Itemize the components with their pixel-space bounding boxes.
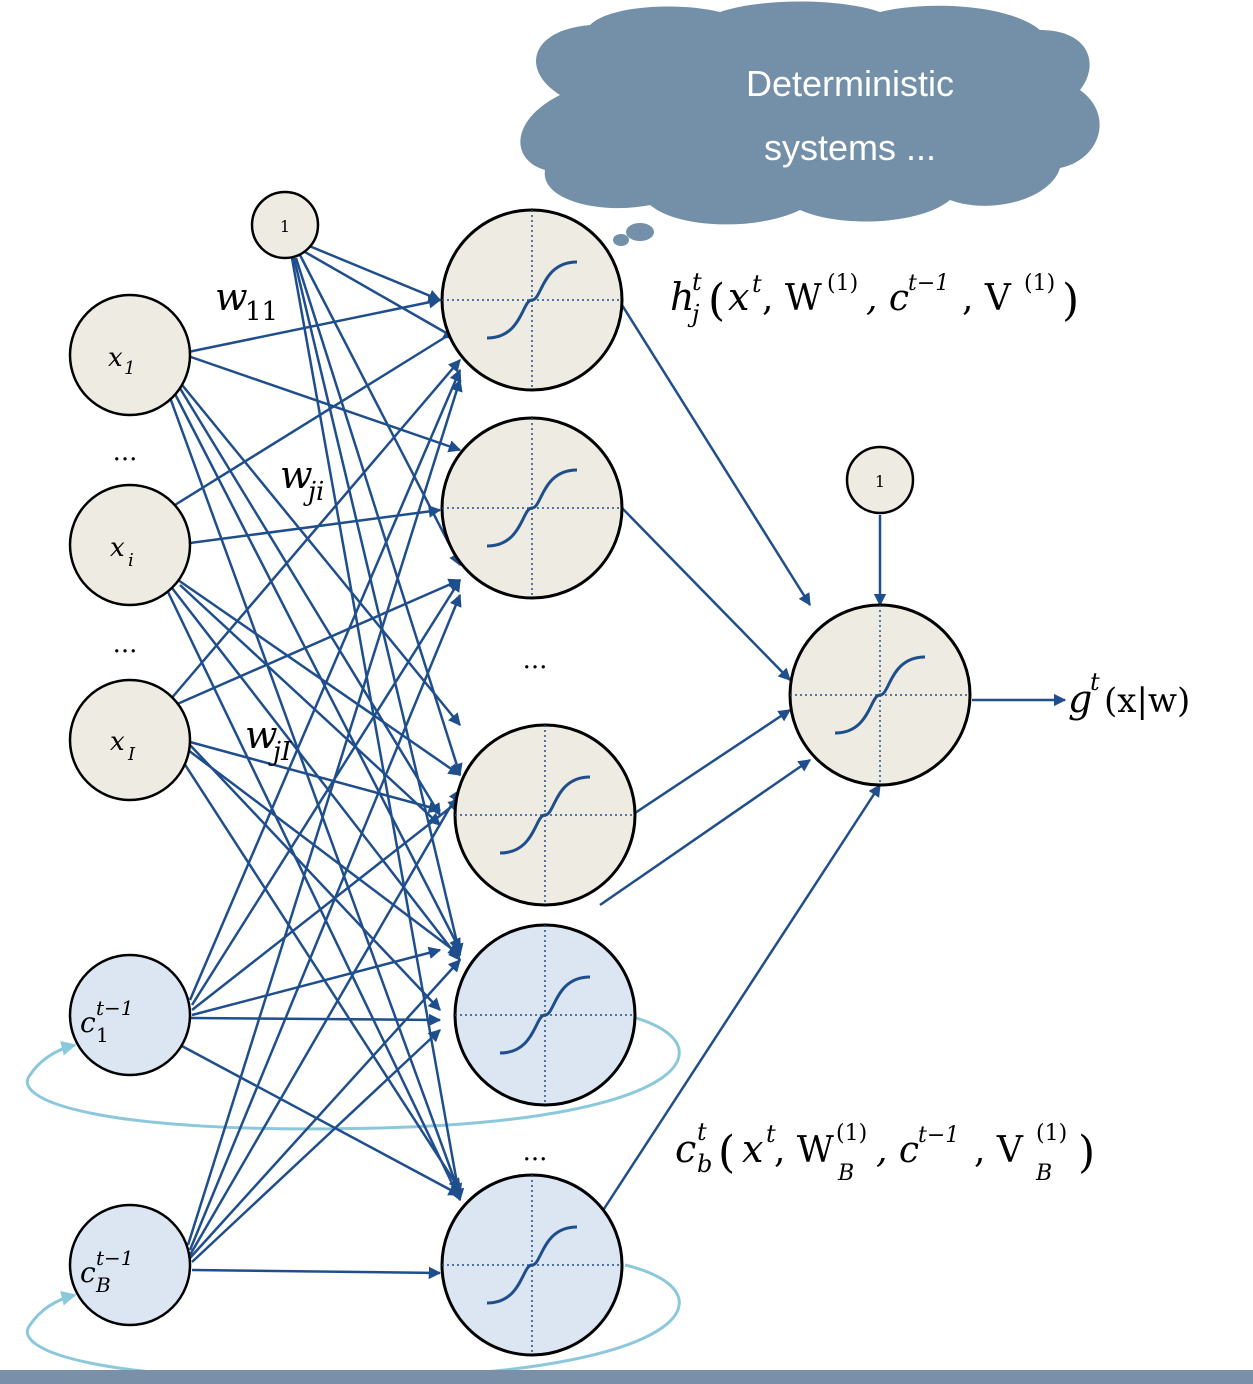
context-neuron-1 xyxy=(453,923,637,1107)
svg-text:t−1: t−1 xyxy=(96,996,134,1020)
input-node-xI: x I xyxy=(68,678,192,802)
weight-label-wjI: w jI xyxy=(245,713,292,767)
context-neuron-b xyxy=(440,1173,624,1357)
svg-text:1: 1 xyxy=(124,358,135,379)
svg-text:t: t xyxy=(1090,668,1100,696)
sigmoid-curve xyxy=(499,775,591,855)
svg-text:(: ( xyxy=(708,275,725,326)
sigmoid-curve xyxy=(486,1225,578,1305)
svg-text:g: g xyxy=(1068,677,1092,721)
context-input-c1: c t−1 1 xyxy=(68,953,192,1077)
context-formula: c t b ( x t , W (1) B , c t−1 , V (1) B … xyxy=(675,1118,1095,1186)
svg-text:(1): (1) xyxy=(836,1121,867,1146)
svg-text:, c: , c xyxy=(866,278,909,319)
hidden-formula: h t j ( x t , W (1) , c t−1 , V (1) ) xyxy=(670,268,1079,328)
svg-text:(x|w): (x|w) xyxy=(1104,681,1190,721)
svg-text:): ) xyxy=(1062,275,1079,326)
svg-text:): ) xyxy=(1078,1127,1095,1178)
sigmoid-curve xyxy=(834,655,926,735)
input-ellipsis-2: ... xyxy=(113,629,138,659)
svg-text:I: I xyxy=(127,744,136,765)
svg-text:t: t xyxy=(766,1120,776,1148)
hidden-neuron-1 xyxy=(440,208,624,392)
svg-text:t: t xyxy=(697,1118,707,1146)
bias-node-hidden: 1 xyxy=(250,190,320,260)
svg-text:, V: , V xyxy=(962,278,1012,319)
svg-text:x: x xyxy=(728,275,749,319)
neurons xyxy=(440,208,972,1357)
svg-text:b: b xyxy=(697,1150,712,1178)
svg-text:t−1: t−1 xyxy=(908,271,949,296)
weight-label-w11: w 11 xyxy=(215,275,278,327)
feedback-loop-1 xyxy=(25,1013,681,1131)
sigmoid-curve xyxy=(486,468,578,548)
input-to-hidden-arrows xyxy=(166,241,465,1280)
hidden-ellipsis: ... xyxy=(523,645,548,675)
sigmoid-curve xyxy=(486,260,578,340)
output-formula: g t (x|w) xyxy=(1068,668,1190,721)
svg-text:, V: , V xyxy=(974,1130,1024,1171)
svg-text:(1): (1) xyxy=(1024,271,1055,296)
svg-text:x: x xyxy=(110,533,125,563)
svg-text:c: c xyxy=(80,1256,96,1289)
input-ellipsis-1: ... xyxy=(113,437,138,467)
svg-text:(1): (1) xyxy=(827,271,858,296)
hidden-neuron-j xyxy=(453,723,637,907)
svg-text:w: w xyxy=(245,713,278,757)
slide-bottom-bar xyxy=(0,1370,1253,1384)
context-input-cB: c t−1 B xyxy=(68,1203,192,1327)
input-node-xi: x i xyxy=(68,483,192,607)
svg-text:x: x xyxy=(110,727,125,757)
svg-text:t: t xyxy=(692,268,702,296)
svg-text:i: i xyxy=(128,550,134,571)
sigmoid-curve xyxy=(499,975,591,1055)
svg-text:, c: , c xyxy=(876,1130,919,1171)
svg-text:ji: ji xyxy=(303,477,324,507)
svg-text:x: x xyxy=(108,343,123,373)
hidden-neuron-2 xyxy=(440,416,624,600)
svg-text:B: B xyxy=(837,1161,854,1186)
input-node-x1: x 1 xyxy=(68,293,192,417)
hidden-to-output-arrows xyxy=(598,304,1067,1216)
svg-text:(1): (1) xyxy=(1036,1121,1067,1146)
thought-bubble: Deterministic systems ... xyxy=(520,1,1100,246)
svg-text:t−1: t−1 xyxy=(96,1246,134,1270)
svg-text:w: w xyxy=(280,453,313,497)
svg-text:1: 1 xyxy=(875,472,885,491)
context-ellipsis: ... xyxy=(523,1137,548,1167)
svg-text:, W: , W xyxy=(774,1130,834,1171)
svg-text:h: h xyxy=(670,275,694,319)
svg-text:t−1: t−1 xyxy=(918,1123,959,1148)
bias-node-output: 1 xyxy=(845,445,915,515)
svg-text:, W: , W xyxy=(762,278,822,319)
svg-text:c: c xyxy=(80,1006,96,1039)
svg-text:B: B xyxy=(1035,1161,1052,1186)
weight-label-wji: w ji xyxy=(280,453,324,507)
bubble-line-1: Deterministic xyxy=(746,63,954,104)
svg-text:1: 1 xyxy=(96,1023,109,1047)
svg-text:c: c xyxy=(675,1127,696,1171)
svg-text:w: w xyxy=(215,275,248,319)
svg-text:(: ( xyxy=(718,1127,735,1178)
svg-text:t: t xyxy=(752,270,762,298)
svg-text:11: 11 xyxy=(245,297,278,327)
svg-text:B: B xyxy=(95,1273,111,1297)
bubble-line-2: systems ... xyxy=(764,127,936,168)
svg-text:x: x xyxy=(742,1127,763,1171)
output-neuron xyxy=(788,603,972,787)
svg-text:1: 1 xyxy=(280,217,290,236)
